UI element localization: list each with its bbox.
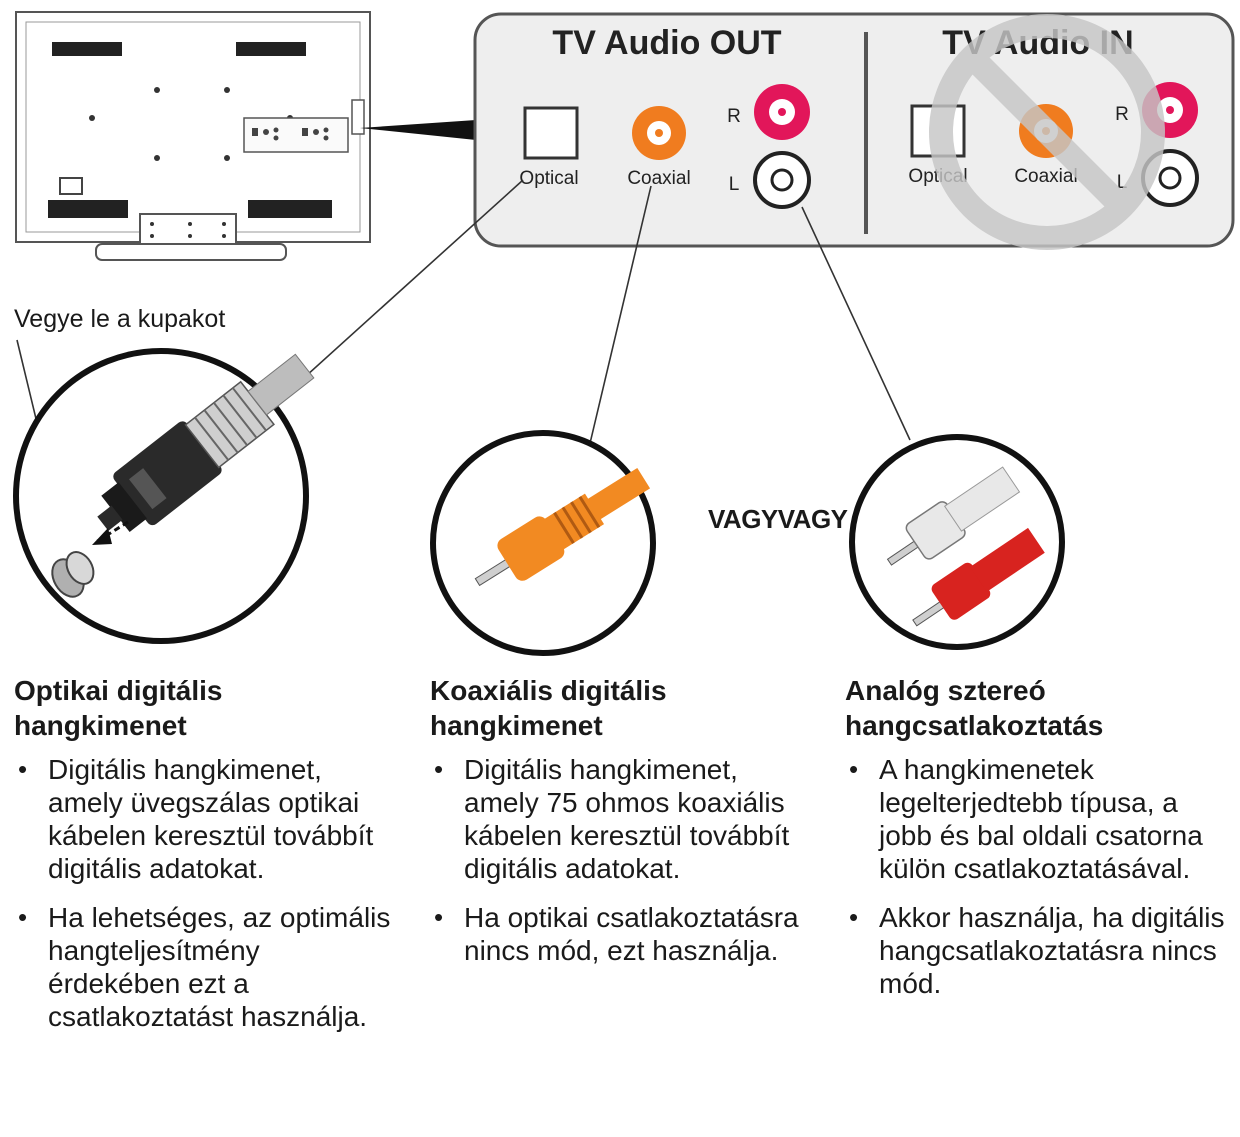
optical-connector-zoom bbox=[13, 348, 315, 644]
optical-bullet-1: Digitális hangkimenet, amely üvegszálas … bbox=[14, 753, 394, 885]
coaxial-label-in: Coaxial bbox=[1014, 166, 1077, 187]
tv-audio-out-title: TV Audio OUT bbox=[552, 24, 781, 62]
removal-arrow-icon bbox=[92, 520, 129, 545]
tv-audio-terminal bbox=[243, 117, 349, 153]
coaxial-heading-line2: hangkimenet bbox=[430, 710, 603, 741]
analog-leader-line bbox=[801, 206, 911, 441]
right-channel-label-out: R bbox=[727, 106, 741, 127]
coaxial-connector-zoom bbox=[430, 430, 656, 656]
optical-bullet-2: Ha lehetséges, az optimális hangteljesít… bbox=[14, 901, 394, 1033]
remove-cap-caption: Vegye le a kupakot bbox=[14, 305, 226, 333]
optical-heading: Optikai digitális hangkimenet bbox=[14, 673, 394, 743]
coaxial-label-out: Coaxial bbox=[627, 168, 690, 189]
coaxial-bullet-1: Digitális hangkimenet, amely 75 ohmos ko… bbox=[430, 753, 810, 885]
analog-heading-line2: hangcsatlakoztatás bbox=[845, 710, 1104, 741]
optical-port-out bbox=[523, 106, 579, 160]
analog-heading-line1: Analóg sztereó bbox=[845, 675, 1046, 706]
optical-heading-line2: hangkimenet bbox=[14, 710, 187, 741]
prohibited-icon bbox=[929, 14, 1165, 250]
optical-label-out: Optical bbox=[519, 168, 578, 189]
left-channel-label-out: L bbox=[729, 174, 740, 195]
tv-vent-top-left bbox=[52, 42, 122, 56]
optical-info-column: Optikai digitális hangkimenet Digitális … bbox=[14, 673, 394, 1049]
coaxial-info-column: Koaxiális digitális hangkimenet Digitáli… bbox=[430, 673, 810, 983]
audio-panel: TV Audio OUT Optical Coaxial R L TV Audi… bbox=[473, 12, 1235, 250]
optical-leader-line bbox=[274, 179, 524, 405]
tv-stand bbox=[95, 213, 287, 261]
coaxial-leader-line bbox=[586, 185, 652, 457]
analog-heading: Analóg sztereó hangcsatlakoztatás bbox=[845, 673, 1225, 743]
or-label: VAGYVAGY bbox=[708, 504, 848, 534]
rca-white-port-out bbox=[753, 151, 811, 209]
dust-cap bbox=[51, 551, 95, 598]
right-channel-label-in: R bbox=[1115, 104, 1129, 125]
optical-heading-line1: Optikai digitális bbox=[14, 675, 223, 706]
tv-vent-top-right bbox=[236, 42, 306, 56]
analog-bullet-1: A hangkimenetek legelterjedtebb típusa, … bbox=[845, 753, 1225, 885]
coaxial-heading: Koaxiális digitális hangkimenet bbox=[430, 673, 810, 743]
analog-info-column: Analóg sztereó hangcsatlakoztatás A hang… bbox=[845, 673, 1225, 1016]
optical-bullet-list: Digitális hangkimenet, amely üvegszálas … bbox=[14, 753, 394, 1033]
analog-connector-zoom bbox=[849, 434, 1065, 650]
analog-bullet-2: Akkor használja, ha digitális hangcsatla… bbox=[845, 901, 1225, 1000]
coaxial-port-out bbox=[632, 106, 686, 160]
rca-red-port-out bbox=[754, 84, 810, 140]
coaxial-heading-line1: Koaxiális digitális bbox=[430, 675, 667, 706]
left-channel-label-in: L bbox=[1117, 172, 1128, 193]
tv-vent-bottom-left bbox=[48, 177, 128, 218]
analog-bullet-list: A hangkimenetek legelterjedtebb típusa, … bbox=[845, 753, 1225, 1000]
tv-vent-bottom-right bbox=[248, 200, 332, 218]
zoom-pointer bbox=[360, 120, 476, 140]
coaxial-bullet-list: Digitális hangkimenet, amely 75 ohmos ko… bbox=[430, 753, 810, 967]
coaxial-bullet-2: Ha optikai csatlakoztatásra nincs mód, e… bbox=[430, 901, 810, 967]
tv-rear-illustration bbox=[15, 11, 371, 261]
